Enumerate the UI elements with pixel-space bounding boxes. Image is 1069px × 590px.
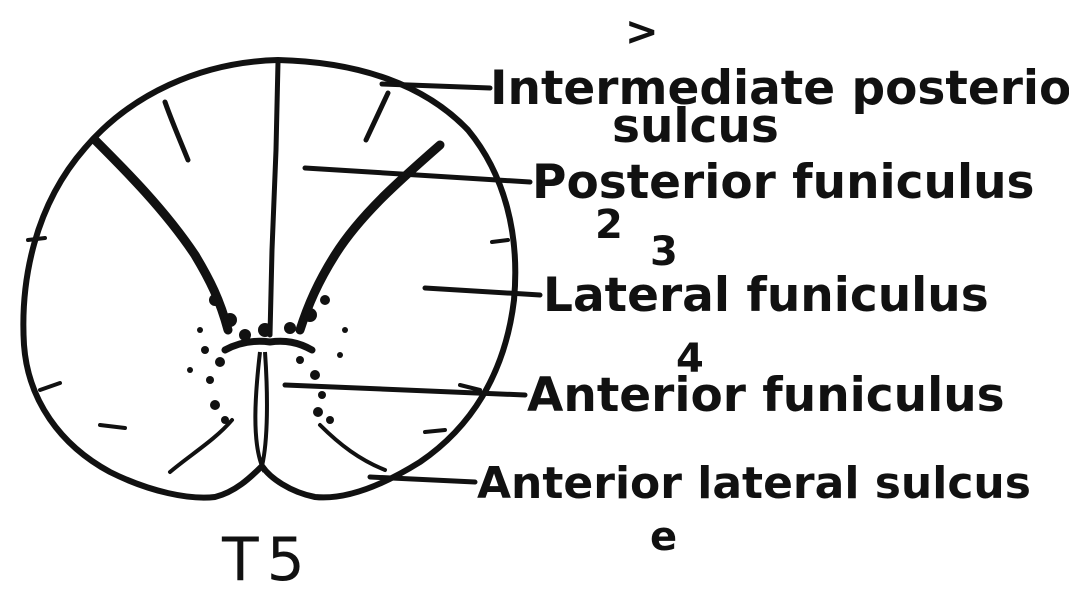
- mark-1: >: [625, 9, 659, 55]
- section-label: T5: [221, 525, 313, 590]
- right-intermediate-septum: [366, 93, 388, 140]
- mark-3: 3: [650, 229, 678, 275]
- label-intermediate-posterior-sulcus-line1: Intermediate posterior: [490, 61, 1069, 116]
- mark-4: 4: [676, 336, 704, 382]
- leader-intermediate-posterior-sulcus: [382, 84, 490, 88]
- grey-commissure: [225, 341, 312, 350]
- mark-2: 2: [595, 202, 623, 248]
- left-posterior-horn: [95, 140, 228, 330]
- right-anterior-horn: [320, 425, 385, 470]
- posterior-median-septum: [270, 62, 278, 335]
- leader-lateral-funiculus: [425, 288, 540, 295]
- label-anterior-funiculus: Anterior funiculus: [527, 368, 1005, 423]
- anterior-median-fissure: [255, 352, 267, 466]
- left-anterior-horn: [170, 420, 232, 472]
- label-lateral-funiculus: Lateral funiculus: [543, 268, 989, 323]
- label-intermediate-posterior-sulcus-line2: sulcus: [612, 99, 779, 154]
- mark-5: e: [650, 514, 677, 560]
- label-anterior-lateral-sulcus: Anterior lateral sulcus: [477, 458, 1031, 509]
- left-intermediate-septum: [165, 102, 188, 160]
